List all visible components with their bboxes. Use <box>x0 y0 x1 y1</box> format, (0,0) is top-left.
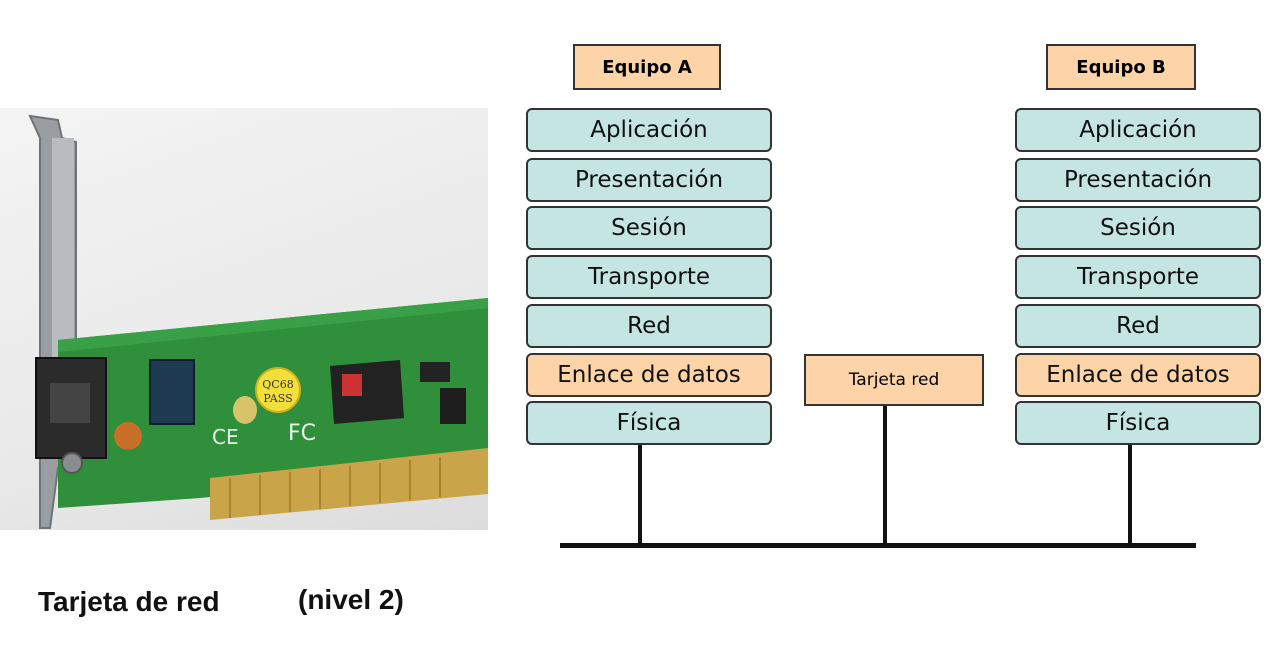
svg-text:QC68: QC68 <box>262 378 293 391</box>
network-bus-line <box>560 543 1196 548</box>
host-a-layer-physical: Física <box>526 401 772 445</box>
svg-text:CE: CE <box>212 425 239 449</box>
host-b-layer-transport: Transporte <box>1015 255 1261 299</box>
host-a-drop-line <box>638 445 642 547</box>
host-b-drop-line <box>1128 445 1132 547</box>
host-b-layer-physical: Física <box>1015 401 1261 445</box>
host-b-layer-application: Aplicación <box>1015 108 1261 152</box>
host-a-layer-application: Aplicación <box>526 108 772 152</box>
network-card-drop-line <box>883 406 887 547</box>
caption-title: Tarjeta de red <box>38 586 220 617</box>
network-card-box: Tarjeta red <box>804 354 984 406</box>
caption-level: (nivel 2) <box>298 584 404 615</box>
host-b-layer-presentation: Presentación <box>1015 158 1261 202</box>
host-a-layer-network: Red <box>526 304 772 348</box>
host-a-layer-session: Sesión <box>526 206 772 250</box>
svg-text:FC: FC <box>288 421 316 446</box>
host-b-layer-session: Sesión <box>1015 206 1261 250</box>
host-b-layer-network: Red <box>1015 304 1261 348</box>
host-a-layer-transport: Transporte <box>526 255 772 299</box>
svg-text:PASS: PASS <box>263 392 292 405</box>
host-a-layer-data-link: Enlace de datos <box>526 353 772 397</box>
network-card-photo: QC68 PASS CE FC <box>0 108 488 530</box>
host-b-layer-data-link: Enlace de datos <box>1015 353 1261 397</box>
host-a-title: Equipo A <box>573 44 721 90</box>
host-a-layer-presentation: Presentación <box>526 158 772 202</box>
host-b-title: Equipo B <box>1046 44 1196 90</box>
